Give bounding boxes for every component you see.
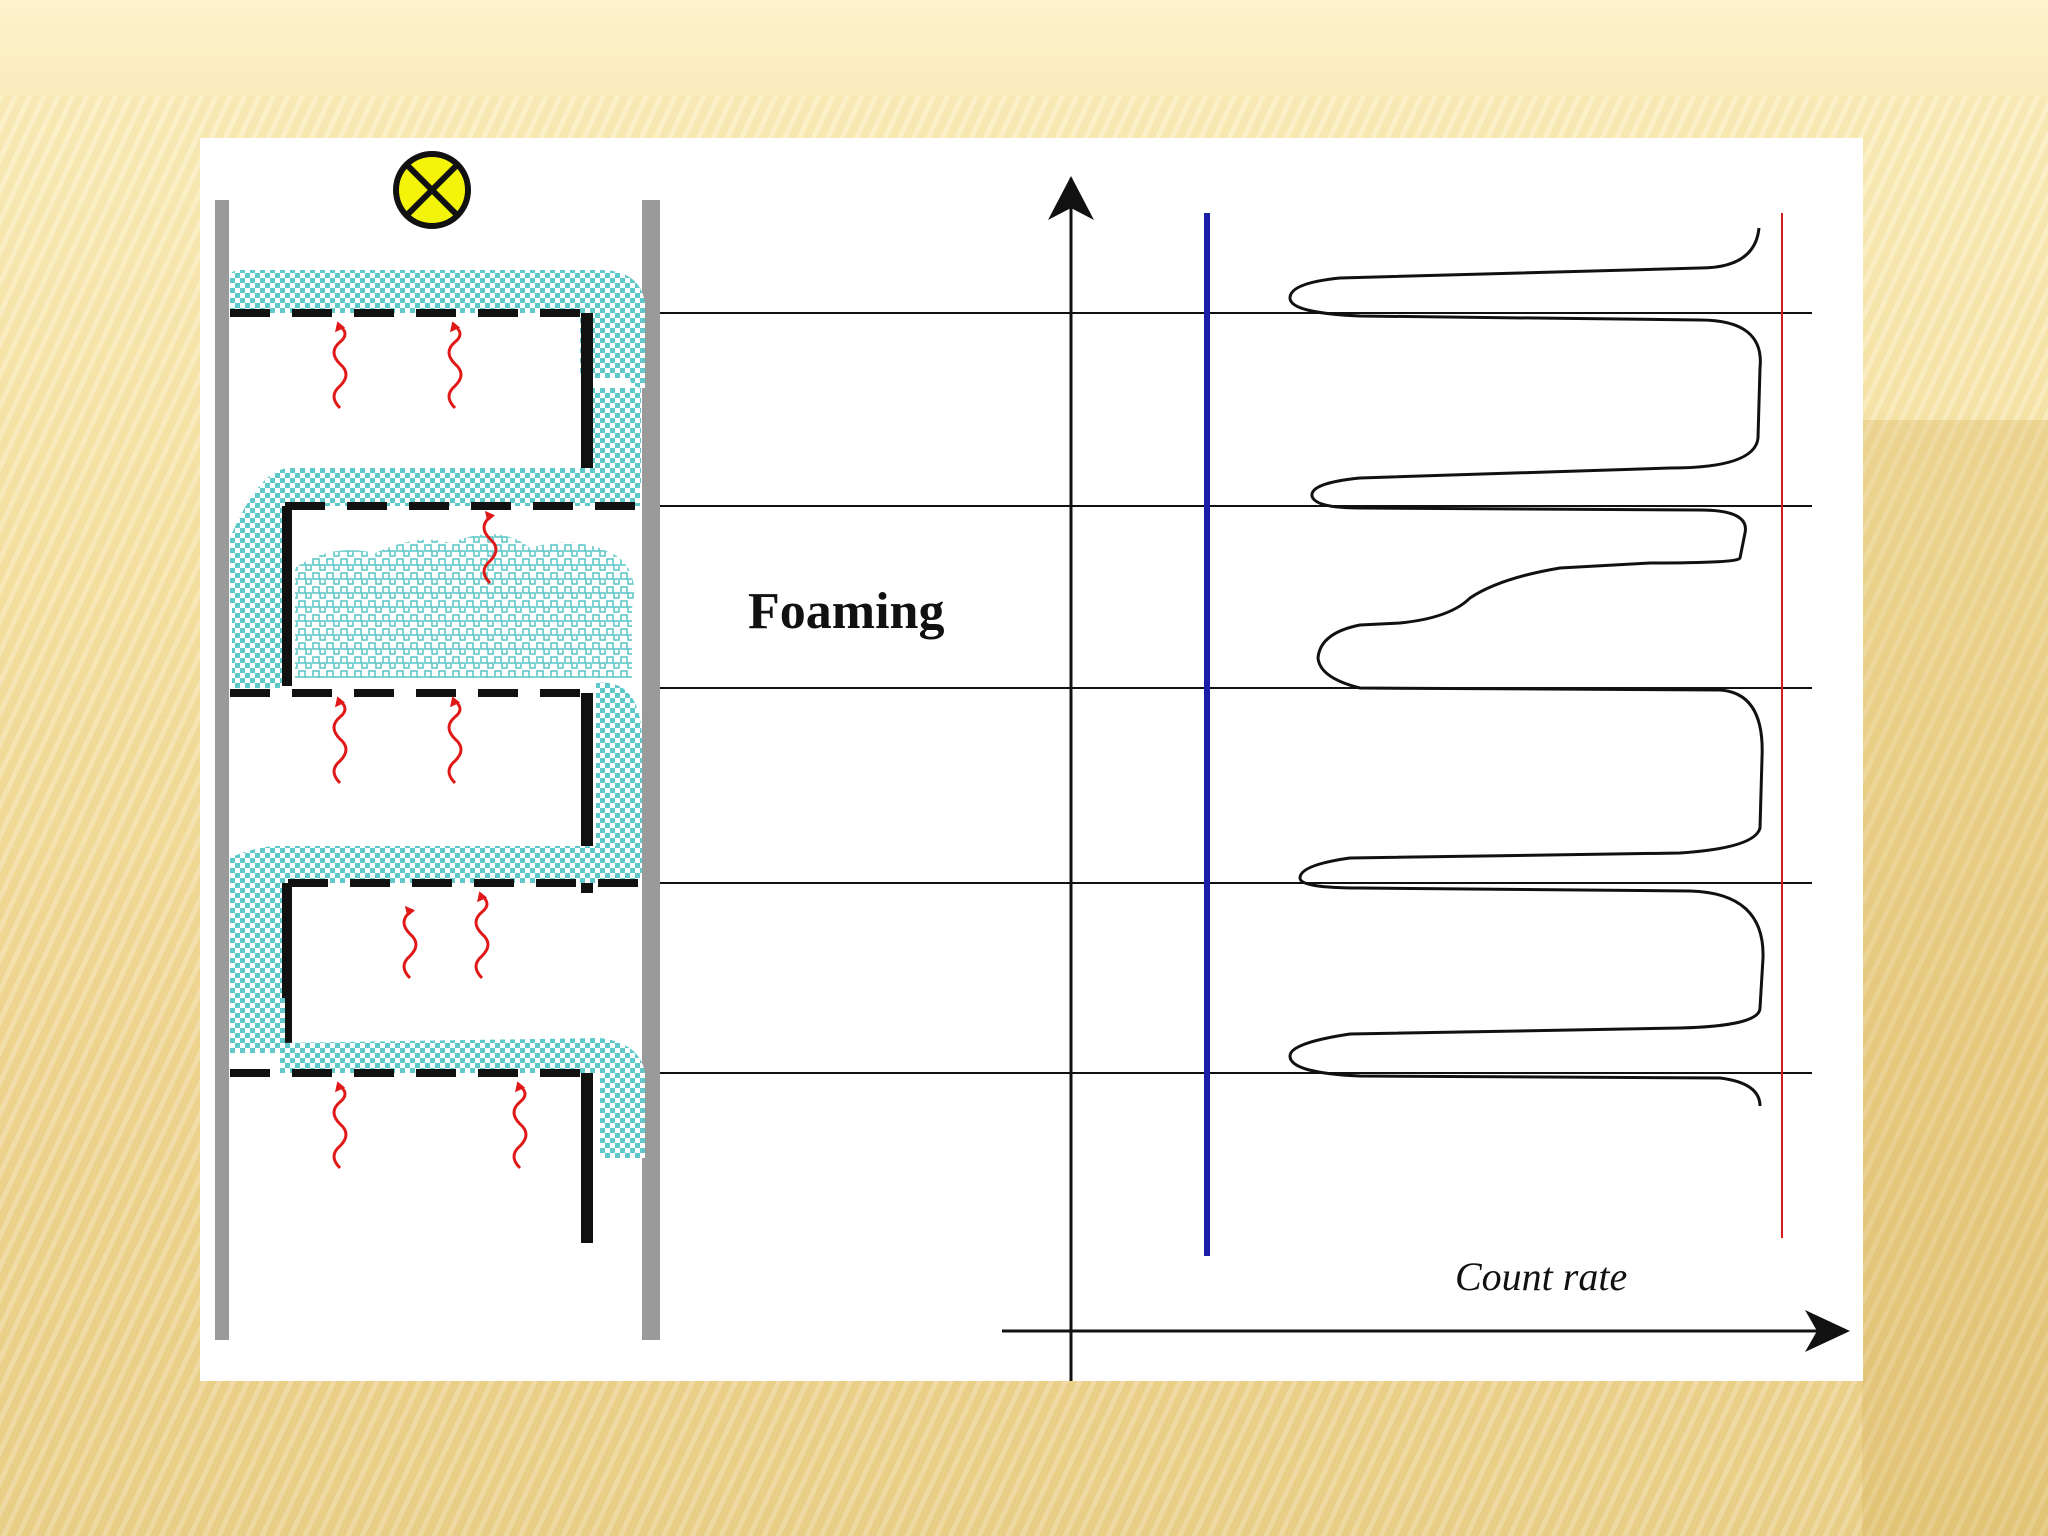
gamma-scan-profile — [1288, 227, 1765, 1107]
foaming-label: Foaming — [748, 583, 944, 640]
tray-level-lines — [660, 312, 1812, 1074]
slide-decor-block — [1862, 420, 2048, 1536]
column-shell — [215, 200, 660, 1340]
y-axis — [1048, 176, 1094, 1381]
gamma-scan-figure: Foaming Count rate — [200, 138, 1863, 1381]
tray-2 — [230, 468, 640, 688]
x-axis — [1002, 1310, 1850, 1352]
vapor-arrows — [332, 321, 528, 1170]
tray-4 — [230, 846, 640, 1053]
x-axis-label: Count rate — [1455, 1254, 1627, 1299]
tray-5 — [230, 1038, 645, 1243]
tray-1 — [230, 270, 645, 483]
radiation-source-icon — [393, 151, 471, 229]
tray-3 — [230, 682, 642, 893]
slide-top-band — [0, 0, 2048, 96]
